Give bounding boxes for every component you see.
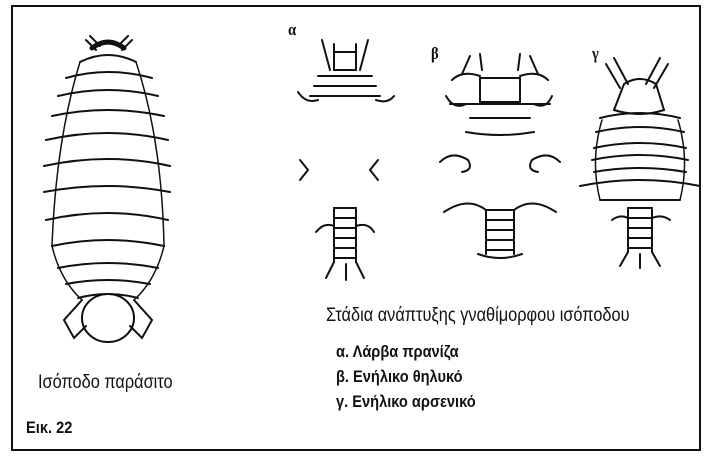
figure-number: Εικ. 22 (26, 418, 72, 438)
stages-title: Στάδια ανάπτυξης γναθίμορφου ισόποδου (326, 305, 630, 327)
legend-item-gamma: γ. Ενήλικο αρσενικό (336, 392, 476, 412)
panel-label-alpha: α (288, 20, 296, 40)
stage-beta-drawing (440, 54, 560, 258)
stage-gamma-drawing (580, 58, 700, 268)
legend-item-alpha: α. Λάρβα πρανίζα (336, 342, 459, 362)
parasitic-isopod-drawing (44, 36, 170, 342)
panel-label-beta: β (431, 44, 439, 64)
panel-label-gamma: γ (592, 44, 599, 64)
stage-alpha-drawing (298, 40, 394, 280)
legend-item-beta: β. Ενήλικο θηλυκό (336, 367, 463, 387)
parasitic-isopod-caption: Ισόποδο παράσιτο (38, 372, 173, 394)
